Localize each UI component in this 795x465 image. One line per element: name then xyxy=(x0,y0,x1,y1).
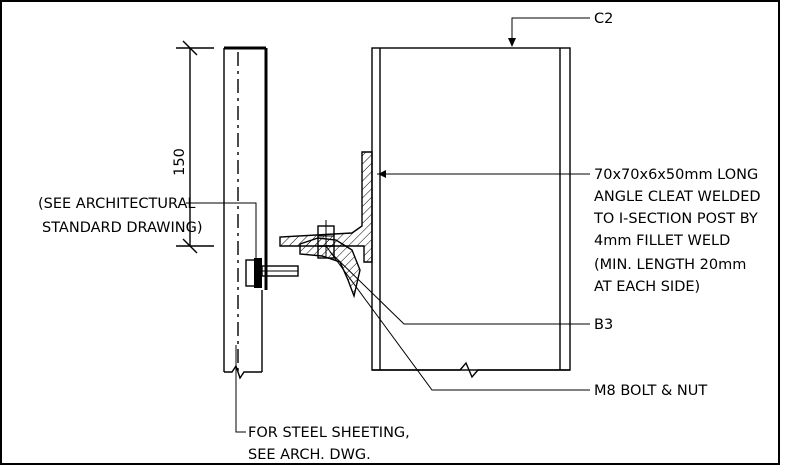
label-sheeting-2: SEE ARCH. DWG. xyxy=(248,447,371,463)
dimension-150: 150 xyxy=(172,40,214,254)
label-see-arch-1: (SEE ARCHITECTURAL xyxy=(38,196,195,212)
label-cleat-2: ANGLE CLEAT WELDED xyxy=(594,189,761,205)
sheeting-panel xyxy=(223,46,268,380)
leader-lines xyxy=(186,17,590,433)
label-cleat-5: (MIN. LENGTH 20mm xyxy=(594,257,746,273)
dimension-label: 150 xyxy=(172,148,188,176)
label-cleat-4: 4mm FILLET WELD xyxy=(594,233,730,249)
label-cleat-3: TO I-SECTION POST BY xyxy=(593,211,758,227)
label-b3: B3 xyxy=(594,317,613,333)
label-see-arch-2: STANDARD DRAWING) xyxy=(42,220,203,236)
i-section-post xyxy=(371,47,571,379)
label-bolt: M8 BOLT & NUT xyxy=(594,383,707,399)
label-cleat-1: 70x70x6x50mm LONG xyxy=(594,167,758,183)
label-sheeting-1: FOR STEEL SHEETING, xyxy=(248,425,410,441)
label-cleat-6: AT EACH SIDE) xyxy=(594,279,700,295)
label-c2: C2 xyxy=(594,11,613,27)
